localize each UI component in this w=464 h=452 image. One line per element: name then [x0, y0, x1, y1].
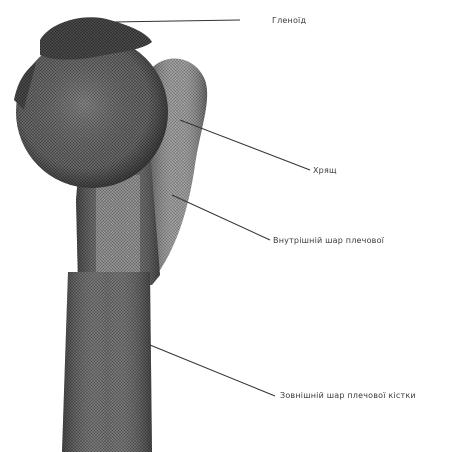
glenoid-label: Гленоїд [272, 16, 306, 25]
humeral-head [16, 36, 168, 188]
leader-line-glenoid [115, 20, 240, 22]
leader-line-cartilage [180, 120, 310, 170]
cartilage-label: Хрящ [313, 166, 337, 175]
outer-humerus-layer [62, 272, 152, 452]
leader-line-inner-layer [172, 195, 270, 240]
inner-layer-label: Внутрішній шар плечової [273, 236, 384, 245]
leader-line-outer-layer [150, 345, 275, 396]
outer-layer-label: Зовнішній шар плечової кістки [280, 391, 416, 400]
